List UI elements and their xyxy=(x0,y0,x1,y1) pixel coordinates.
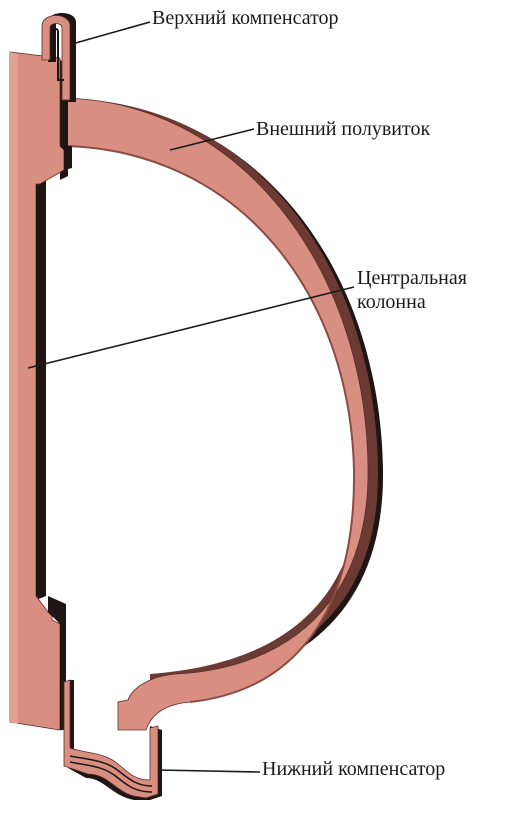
label-central-column: Центральная колонна xyxy=(357,266,467,314)
leader-upper-compensator xyxy=(71,21,151,45)
central-column xyxy=(9,51,72,731)
leader-central-column xyxy=(27,286,355,369)
outer-half-turn-inner-edge xyxy=(63,145,356,703)
lower-compensator-face xyxy=(63,679,159,799)
central-column-upper-step xyxy=(60,146,72,170)
label-lower-compensator: Нижний компенсатор xyxy=(262,758,446,780)
label-outer-half-turn: Внешний полувиток xyxy=(256,118,431,140)
upper-compensator-inner xyxy=(53,28,64,81)
label-upper-compensator: Верхний компенсатор xyxy=(152,7,339,29)
lower-compensator-layers-2 xyxy=(69,761,153,793)
lower-compensator-layers xyxy=(69,755,153,787)
leader-lower-compensator xyxy=(157,769,261,773)
label-central-column-line1: Центральная xyxy=(357,267,467,289)
central-column-bevel xyxy=(10,52,18,724)
lower-compensator xyxy=(63,679,162,800)
central-column-slot xyxy=(36,186,44,596)
label-central-column-line2: колонна xyxy=(357,291,426,313)
central-column-lower-step xyxy=(48,596,66,730)
upper-compensator-face xyxy=(41,15,71,101)
leader-outer-half-turn xyxy=(169,128,255,151)
leader-lines xyxy=(27,21,355,773)
upper-compensator xyxy=(41,13,76,102)
